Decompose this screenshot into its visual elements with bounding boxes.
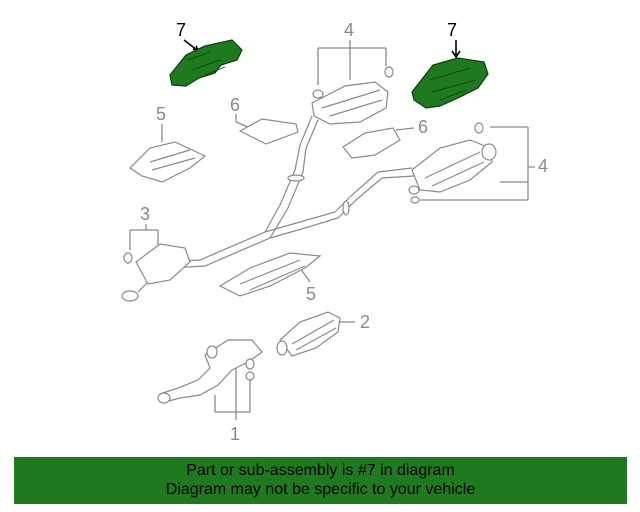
banner-line-1: Part or sub-assembly is #7 in diagram	[186, 462, 455, 479]
callout-1: 1	[230, 424, 240, 444]
callout-4-top-leaders	[317, 40, 387, 85]
heat-shield-5-bottom-ribs	[239, 259, 306, 291]
heat-shield-6-left[interactable]	[238, 118, 299, 145]
pipe-clamp-a	[287, 174, 305, 182]
muffler-rear-ribs	[424, 151, 485, 187]
callout-7-right-arrow	[451, 50, 461, 59]
heat-shield-6-right[interactable]	[342, 127, 401, 159]
front-pipe-1-flange-a	[206, 345, 218, 359]
heat-shield-7-right[interactable]	[411, 57, 489, 109]
callout-2: 2	[360, 312, 370, 332]
callout-1-leaders	[214, 360, 251, 420]
diagram-notice-banner: Part or sub-assembly is #7 in diagram Di…	[14, 457, 627, 504]
callout-6-right: 6	[418, 117, 428, 137]
catalytic-converter-2-flange	[276, 340, 288, 356]
callout-6-left-leader	[235, 114, 251, 129]
front-muffler-3[interactable]	[135, 243, 191, 285]
heat-shield-5-left-ribs	[149, 149, 196, 171]
flange-3	[121, 290, 139, 302]
resonator-front[interactable]	[311, 81, 389, 125]
front-pipe-1-bolt-a	[245, 358, 255, 370]
callout-6-left: 6	[230, 95, 240, 115]
heat-shield-7-left[interactable]	[169, 39, 243, 87]
exhaust-pipe-main-upper	[159, 115, 313, 263]
callout-7-right: 7	[447, 20, 457, 40]
heat-shield-5-bottom[interactable]	[218, 252, 322, 297]
exhaust-pipe-rear-lower	[269, 175, 415, 239]
catalytic-converter-2-ribs	[291, 319, 337, 351]
heat-shield-7-right-ribs	[429, 67, 477, 101]
front-pipe-1-bolt-b	[245, 371, 255, 381]
callout-4-right-leaders	[420, 126, 535, 201]
front-pipe-1[interactable]	[159, 339, 263, 403]
exhaust-system-diagram: 7 7 4 4 6 6 5 5 3	[121, 20, 548, 444]
callout-4-right: 4	[538, 156, 548, 176]
hanger-4d[interactable]	[408, 185, 420, 195]
pipe-clamp-b	[342, 200, 350, 216]
muffler-rear-tailpipe	[481, 143, 497, 161]
hanger-4e[interactable]	[410, 196, 420, 204]
hanger-3[interactable]	[123, 252, 133, 264]
front-pipe-3	[137, 281, 149, 293]
heat-shield-5-left[interactable]	[129, 141, 207, 183]
front-pipe-1-flange-b	[157, 392, 171, 404]
exhaust-pipe-main-lower	[169, 119, 319, 269]
callout-7-left: 7	[176, 20, 186, 40]
callout-7-left-leader	[183, 39, 198, 51]
hanger-4a[interactable]	[312, 89, 324, 99]
banner-line-2: Diagram may not be specific to your vehi…	[165, 481, 476, 498]
callout-4-top: 4	[344, 20, 354, 40]
callout-5-bottom: 5	[306, 284, 316, 304]
callout-3: 3	[140, 204, 150, 224]
callout-5-left: 5	[156, 104, 166, 124]
muffler-rear[interactable]	[411, 139, 493, 193]
hanger-4b[interactable]	[384, 66, 394, 78]
callout-6-right-leader	[395, 127, 415, 131]
hanger-4c[interactable]	[474, 122, 484, 134]
heat-shield-7-left-ribs	[187, 51, 226, 76]
callout-3-leaders	[129, 224, 159, 250]
resonator-front-ribs	[321, 89, 383, 117]
